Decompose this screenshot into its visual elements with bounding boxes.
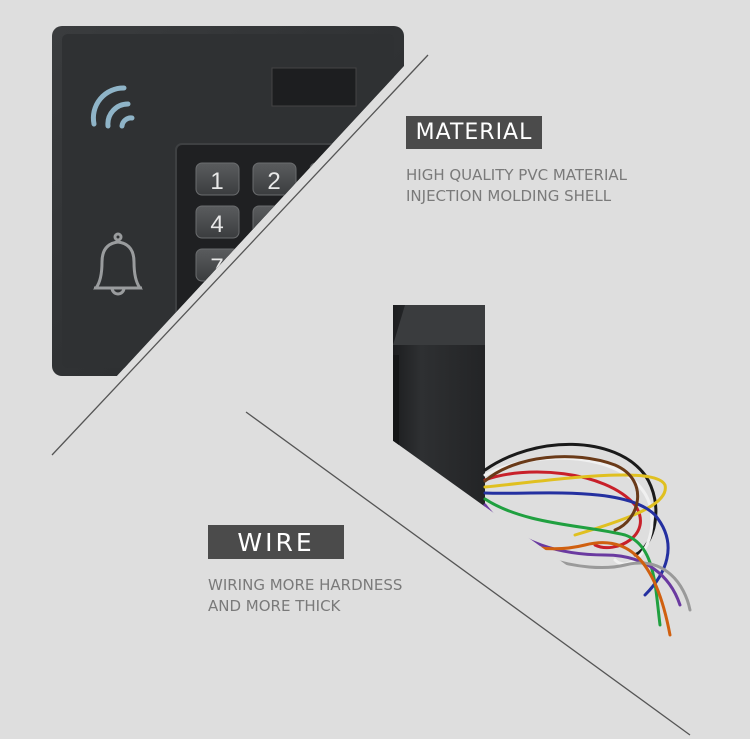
key-7: 7: [195, 248, 240, 282]
wire-yellow: [483, 473, 667, 537]
reader-side-wires-photo: [393, 305, 692, 637]
material-description: HIGH QUALITY PVC MATERIAL INJECTION MOLD…: [406, 165, 627, 207]
wire-heading-tag: WIRE: [208, 525, 344, 559]
svg-text:2: 2: [267, 168, 280, 195]
reader-side-seam: [393, 355, 399, 587]
wire-description: WIRING MORE HARDNESS AND MORE THICK: [208, 575, 402, 617]
reader-side-bevel: [393, 305, 485, 345]
divider-line-bottom: [245, 411, 691, 736]
doorbell-icon: [93, 232, 143, 296]
divider-line-top: [51, 54, 429, 456]
wire-bundle: [483, 442, 692, 637]
key-5: 5: [252, 205, 297, 239]
svg-text:1: 1: [210, 168, 223, 195]
key-1: 1: [195, 162, 240, 196]
keypad-reader-photo: 1 2 4 5 7: [52, 26, 404, 376]
key-2: 2: [252, 162, 297, 196]
wire-brown: [483, 455, 640, 532]
material-desc-line-1: HIGH QUALITY PVC MATERIAL: [406, 166, 627, 184]
key-3: [309, 162, 354, 196]
key-star: [195, 291, 240, 325]
wire-blue: [483, 491, 670, 597]
material-heading-tag: MATERIAL: [406, 116, 542, 149]
material-desc-line-2: INJECTION MOLDING SHELL: [406, 187, 612, 205]
led-window: [271, 67, 357, 107]
svg-text:5: 5: [267, 211, 280, 238]
wire-desc-line-1: WIRING MORE HARDNESS: [208, 576, 403, 594]
svg-text:7: 7: [210, 254, 223, 281]
reader-side-body: [393, 305, 485, 587]
wire-desc-line-2: AND MORE THICK: [208, 597, 341, 615]
svg-text:4: 4: [210, 211, 223, 238]
key-4: 4: [195, 205, 240, 239]
rfid-wave-icon: [90, 85, 135, 129]
key-8: [252, 248, 297, 282]
